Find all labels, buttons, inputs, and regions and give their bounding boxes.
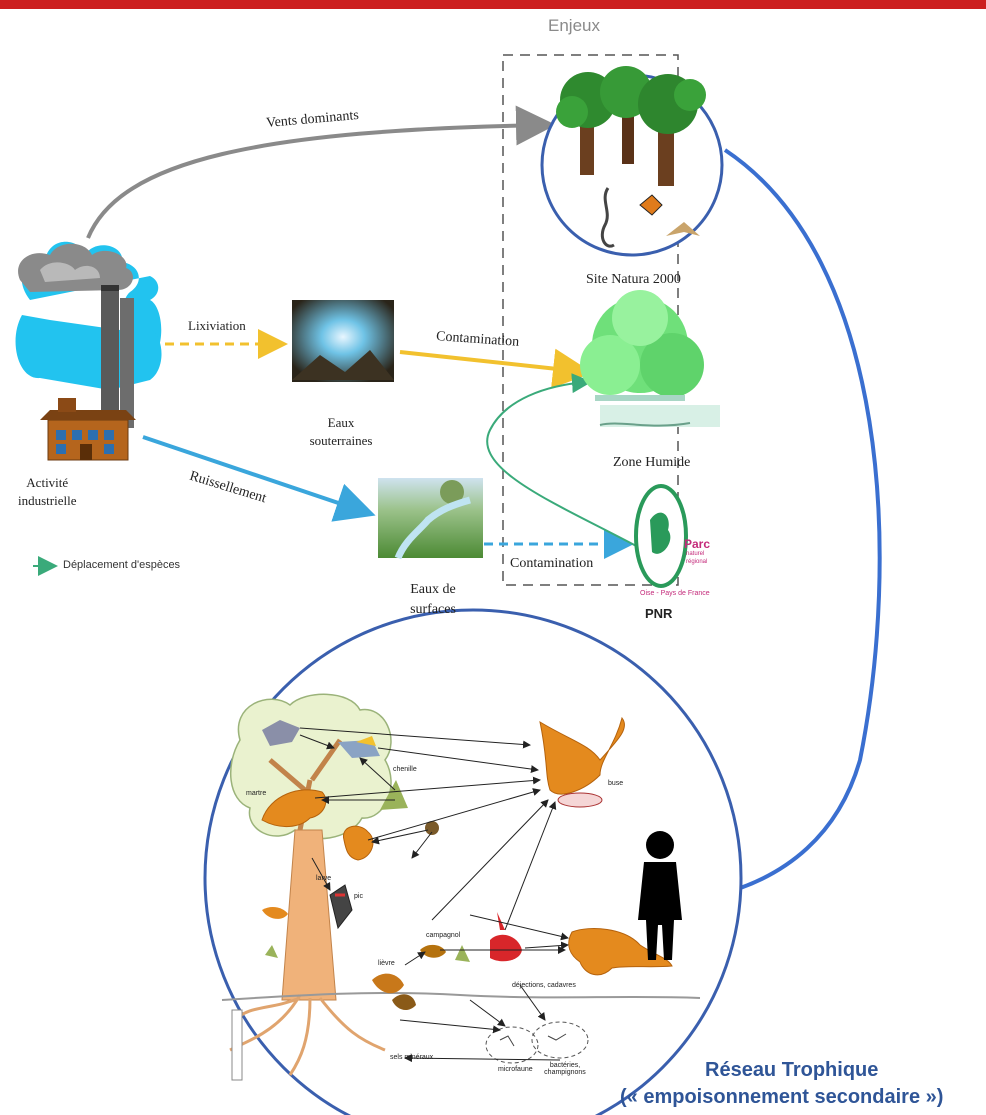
wetland-image xyxy=(580,290,720,427)
food-web-label-bacteria: bactéries, champignons xyxy=(544,1062,586,1076)
pnr-logo-text-3: régional xyxy=(686,559,708,565)
food-web-label-larva: larve xyxy=(316,875,332,882)
industry-label: Activité industrielle xyxy=(18,475,77,508)
food-web-illustration xyxy=(203,608,743,1115)
leaching-label: Lixiviation xyxy=(188,318,246,333)
species-movement-arrow xyxy=(486,373,659,565)
top-red-bar xyxy=(0,0,986,9)
groundwater-label: Eaux souterraines xyxy=(309,415,373,448)
pnr-label: PNR xyxy=(645,606,673,621)
factory-illustration xyxy=(15,241,162,461)
food-web-title: Réseau Trophique xyxy=(705,1059,879,1081)
food-web-label-hare: lièvre xyxy=(378,960,395,967)
winds-arrow xyxy=(86,105,556,239)
legend-label: Déplacement d'espèces xyxy=(63,559,181,571)
stakes-title: Enjeux xyxy=(548,16,600,35)
runoff-arrow xyxy=(142,435,376,522)
stakes-dashed-box xyxy=(502,54,679,586)
pnr-logo xyxy=(634,484,688,588)
contamination-yellow-arrow xyxy=(399,348,593,389)
natura-label: Site Natura 2000 xyxy=(586,272,681,287)
food-web-label-droppings: déjections, cadavres xyxy=(512,982,576,989)
food-web-label-minerals: sels minéraux xyxy=(390,1054,434,1061)
wetland-label: Zone Humide xyxy=(613,455,691,470)
food-web-label-marten: martre xyxy=(246,790,267,797)
contamination-label-2: Contamination xyxy=(510,556,594,571)
pnr-logo-text-4: Oise - Pays de France xyxy=(640,590,710,597)
food-chain-arrow xyxy=(704,148,882,900)
food-web-label-buzzard: buse xyxy=(608,780,624,787)
food-web-label-woodpecker: pic xyxy=(354,893,363,900)
food-web-label-microfauna: microfaune xyxy=(498,1066,533,1073)
surface-water-image xyxy=(378,478,483,560)
groundwater-image xyxy=(292,300,394,382)
surface-water-label: Eaux de surfaces xyxy=(410,582,456,617)
pnr-logo-text-2: naturel xyxy=(686,551,705,557)
pnr-logo-text-1: Parc xyxy=(684,537,711,551)
natura-2000-illustration xyxy=(540,66,724,257)
food-web-label-vole: campagnol xyxy=(426,932,461,939)
food-web-subtitle: (« empoisonnement secondaire ») xyxy=(620,1086,944,1108)
food-web-label-caterpillar: chenille xyxy=(393,766,417,773)
